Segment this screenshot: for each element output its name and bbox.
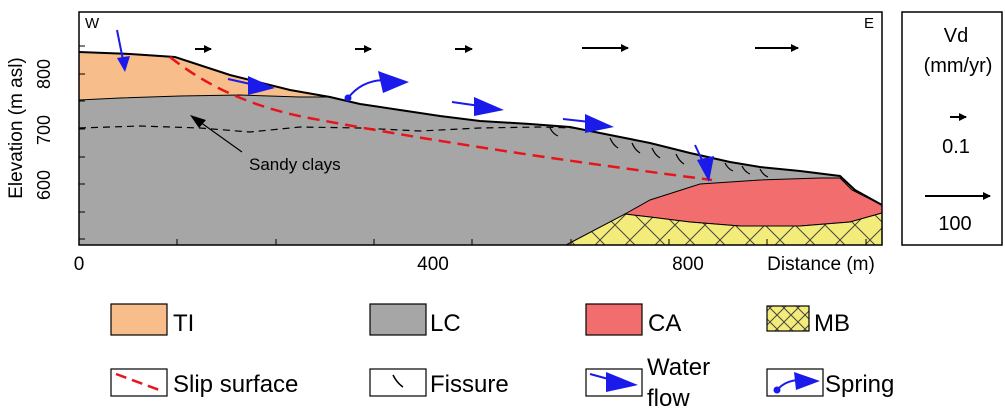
legend-mb-label: MB <box>814 310 850 337</box>
legend-slip-line <box>115 372 163 393</box>
y-axis-label: Elevation (m asl) <box>6 57 27 199</box>
east-label: E <box>864 15 874 32</box>
legend-spring-label: Spring <box>825 371 894 398</box>
legend-fissure-label: Fissure <box>430 371 509 398</box>
legend-water-label-2: flow <box>647 385 690 412</box>
legend-ti-label: TI <box>173 310 194 337</box>
y-tick-label: 800 <box>34 59 54 89</box>
axis-ticks <box>79 45 867 245</box>
x-tick-label: 400 <box>417 254 449 275</box>
velocity-scale-box: Vd (mm/yr) 0.1 100 <box>901 11 1003 246</box>
west-label: W <box>85 15 100 32</box>
x-tick-label: 800 <box>672 254 704 275</box>
cross-section <box>78 11 883 246</box>
legend-ti-swatch <box>110 303 168 336</box>
legend-lc-label: LC <box>430 310 461 337</box>
legend-lc-swatch <box>369 303 427 336</box>
y-tick-label: 700 <box>34 115 54 145</box>
slip-surface <box>169 56 713 182</box>
vd-unit: (mm/yr) <box>924 55 993 77</box>
legend-water-head <box>606 372 638 392</box>
ti-unit <box>78 51 331 101</box>
x-axis-label: Distance (m) <box>767 254 875 275</box>
legend-slip-label: Slip surface <box>173 371 298 398</box>
x-tick-label: 0 <box>74 254 85 275</box>
fissures <box>549 127 769 178</box>
legend-fissure-swatch <box>369 368 427 397</box>
legend-mb-swatch <box>766 305 810 332</box>
legend-fissure-mark <box>392 374 404 388</box>
legend-ca-swatch <box>585 303 643 336</box>
legend-water-label-1: Water <box>647 354 710 381</box>
velocity-arrows <box>195 44 799 53</box>
vd-scale-large: 100 <box>938 213 971 235</box>
y-tick-label: 600 <box>34 170 54 200</box>
legend-spring-head <box>794 372 820 390</box>
legend: TI LC CA MB Slip surface Fissure Water f… <box>110 303 894 412</box>
water-flow-arrows <box>116 29 714 182</box>
vd-scale-small: 0.1 <box>942 136 970 158</box>
sandy-clays-pointer <box>190 115 243 153</box>
sandy-clays-label: Sandy clays <box>249 155 341 174</box>
spring-symbol <box>344 71 409 102</box>
legend-ca-label: CA <box>648 310 681 337</box>
vd-title: Vd <box>944 25 968 47</box>
